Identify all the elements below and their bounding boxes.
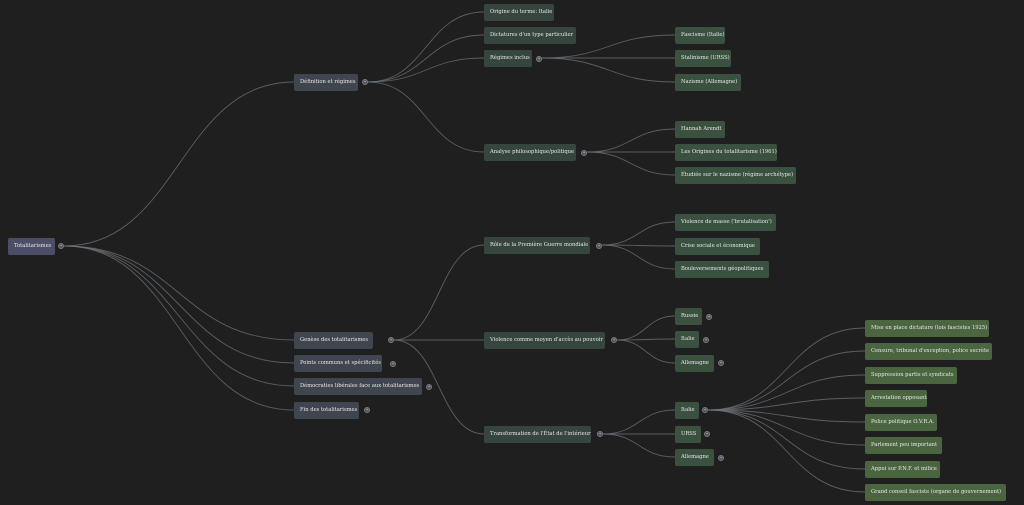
allemagne-etat-expand-toggle[interactable]: + <box>718 455 724 461</box>
connector-line <box>393 339 485 435</box>
italie-etat-collapse-toggle[interactable]: + <box>702 407 708 413</box>
urss-etat-expand-toggle[interactable]: + <box>704 431 710 437</box>
node-bouleversements[interactable]: Bouleversements géopolitiques <box>675 261 769 278</box>
node-suppression-partis[interactable]: Suppression partis et syndicats <box>865 367 957 384</box>
connector-line <box>602 409 676 435</box>
fin-expand-toggle[interactable]: + <box>364 407 370 413</box>
connector-line <box>601 221 676 246</box>
node-grand-conseil[interactable]: Grand conseil fasciste (organe de gouver… <box>865 484 1006 501</box>
node-dictatures-type[interactable]: Dictatures d'un type particulier <box>484 27 576 44</box>
italie-violence-expand-toggle[interactable]: + <box>703 337 709 343</box>
transformation-collapse-toggle[interactable]: + <box>597 431 603 437</box>
node-crise-sociale[interactable]: Crise sociale et économique <box>675 238 760 255</box>
node-fin-totalitarismes[interactable]: Fin des totalitarismes <box>294 402 359 419</box>
node-mise-en-place-dictature[interactable]: Mise en place dictature (lois fascistes … <box>865 320 989 337</box>
node-transformation-etat[interactable]: Transformation de l'État de l'intérieur <box>484 426 591 443</box>
node-stalinisme-urss[interactable]: Stalinisme (URSS) <box>675 50 731 67</box>
node-hannah-arendt[interactable]: Hannah Arendt <box>675 121 725 138</box>
connector-line <box>707 409 866 423</box>
role-guerre-collapse-toggle[interactable]: + <box>596 243 602 249</box>
node-arrestation-opposants[interactable]: Arrestation opposants <box>865 390 927 407</box>
allemagne-violence-expand-toggle[interactable]: + <box>718 360 724 366</box>
node-urss-etat[interactable]: URSS <box>675 426 701 443</box>
democraties-expand-toggle[interactable]: + <box>426 384 432 390</box>
connector-line <box>707 409 866 446</box>
node-police-politique[interactable]: Police politique O.V.R.A. <box>865 414 937 431</box>
node-nazisme-allemagne[interactable]: Nazisme (Allemagne) <box>675 74 741 91</box>
node-definition-regimes[interactable]: Définition et régimes <box>294 74 358 91</box>
root-collapse-toggle[interactable]: + <box>58 243 64 249</box>
node-origine-terme[interactable]: Origine du terme: Italie <box>484 4 554 21</box>
node-regimes-inclus[interactable]: Régimes inclus <box>484 50 532 67</box>
connector-line <box>63 245 295 387</box>
connector-line <box>601 244 676 270</box>
connector-line <box>586 151 676 176</box>
connector-line <box>367 57 485 83</box>
connector-line <box>367 81 485 153</box>
connector-line <box>586 128 676 153</box>
connector-line <box>707 374 866 411</box>
node-fascisme-italie[interactable]: Fascisme (Italie) <box>675 27 725 44</box>
node-role-premiere-guerre[interactable]: Rôle de la Première Guerre mondiale <box>484 237 590 254</box>
node-analyse-philosophique[interactable]: Analyse philosophique/politique <box>484 144 576 161</box>
connector-line <box>602 433 676 458</box>
russie-expand-toggle[interactable]: + <box>706 314 712 320</box>
node-allemagne-violence[interactable]: Allemagne <box>675 355 714 372</box>
connector-line <box>707 350 866 411</box>
node-italie-violence[interactable]: Italie <box>675 331 699 348</box>
node-violence-acces-pouvoir[interactable]: Violence comme moyen d'accès au pouvoir <box>484 332 605 349</box>
definition-collapse-toggle[interactable]: + <box>362 79 368 85</box>
node-origines-totalitarisme[interactable]: Les Origines du totalitarisme (1961) <box>675 144 777 161</box>
root-node[interactable]: Totalitarismes <box>8 238 55 255</box>
violence-collapse-toggle[interactable]: + <box>611 337 617 343</box>
connector-line <box>393 244 485 341</box>
connector-line <box>616 315 676 341</box>
node-censure-tribunal[interactable]: Censure, tribunal d'exception, police se… <box>865 343 992 360</box>
connector-line <box>63 245 295 364</box>
connector-line <box>63 245 295 411</box>
regimes-inclus-collapse-toggle[interactable]: + <box>536 56 542 62</box>
node-russie[interactable]: Russie <box>675 308 702 325</box>
node-allemagne-etat[interactable]: Allemagne <box>675 449 714 466</box>
connector-line <box>616 338 676 341</box>
connector-line <box>367 11 485 83</box>
connector-line <box>541 34 676 59</box>
analyse-collapse-toggle[interactable]: + <box>581 150 587 156</box>
genese-collapse-toggle[interactable]: + <box>388 337 394 343</box>
node-democraties[interactable]: Démocraties libérales face aux totalitar… <box>294 378 422 395</box>
connector-line <box>63 245 295 341</box>
node-appui-pnf[interactable]: Appui sur P.N.F. et milice <box>865 461 940 478</box>
connector-line <box>616 339 676 364</box>
connector-line <box>63 81 295 247</box>
points-communs-expand-toggle[interactable]: + <box>390 361 396 367</box>
connector-line <box>601 244 676 247</box>
connector-line <box>707 409 866 493</box>
connector-line <box>367 34 485 83</box>
node-genese[interactable]: Genèse des totalitarismes <box>294 332 373 349</box>
node-italie-etat[interactable]: Italie <box>675 402 699 419</box>
connector-line <box>707 397 866 411</box>
connector-line <box>541 57 676 83</box>
node-etudiee-nazisme[interactable]: Étudiée sur le nazisme (régime archétype… <box>675 167 796 184</box>
connector-line <box>707 409 866 470</box>
node-violence-masse[interactable]: Violence de masse ('brutalisation') <box>675 214 776 231</box>
node-points-communs[interactable]: Points communs et spécificités <box>294 355 382 372</box>
node-parlement[interactable]: Parlement peu important <box>865 437 942 454</box>
connector-line <box>707 327 866 411</box>
